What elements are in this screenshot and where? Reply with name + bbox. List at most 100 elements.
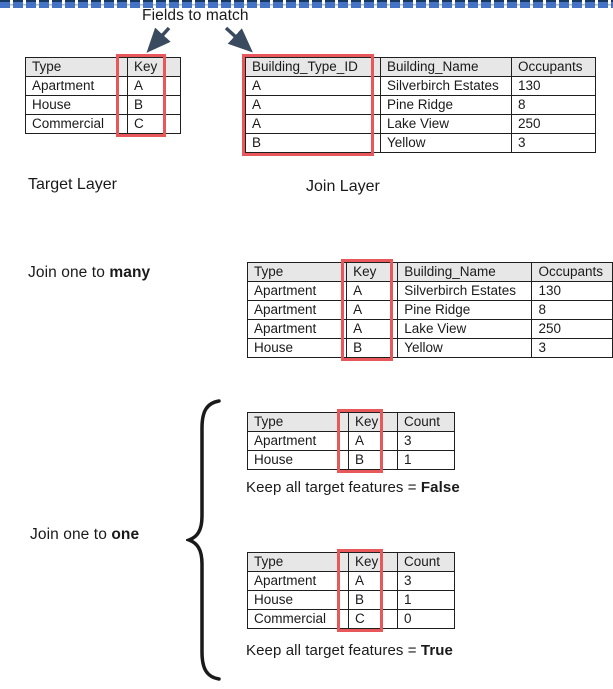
table-cell: 3 [397, 431, 455, 451]
column-header: Occupants [531, 262, 613, 282]
table-cell: 3 [397, 571, 455, 591]
table-cell: Commercial [25, 114, 128, 134]
table-cell: House [247, 450, 349, 470]
table-cell: Silverbirch Estates [397, 281, 533, 301]
table-cell: Lake View [380, 114, 512, 134]
table-cell: 130 [511, 76, 596, 96]
table-cell: B [348, 450, 398, 470]
column-header: Key [127, 57, 181, 77]
table-cell: House [246, 338, 348, 358]
column-header: Building_Name [397, 262, 533, 282]
table-cell: Commercial [247, 609, 349, 629]
column-header: Count [397, 552, 455, 572]
table-cell: House [25, 95, 128, 115]
table-cell: Pine Ridge [380, 95, 512, 115]
table-cell: House [247, 590, 349, 610]
section-divider [0, 0, 613, 9]
column-header: Key [346, 262, 399, 282]
arrow-down-right-icon [224, 26, 253, 53]
table-cell: Yellow [397, 338, 533, 358]
table-cell: Pine Ridge [397, 300, 533, 320]
table-cell: Silverbirch Estates [380, 76, 512, 96]
table-cell: Apartment [246, 281, 348, 301]
target-layer-label: Target Layer [28, 176, 117, 193]
column-header: Count [397, 412, 455, 432]
label-bold: False [420, 479, 460, 496]
table-cell: A [245, 114, 381, 134]
table-cell: 250 [511, 114, 596, 134]
keep-true-caption: Keep all target features = True [246, 642, 453, 659]
table-cell: Apartment [246, 300, 348, 320]
curly-brace-icon [186, 399, 221, 681]
column-header: Type [25, 57, 128, 77]
table-cell: A [127, 76, 181, 96]
table-cell: A [348, 571, 398, 591]
label-text: Keep all target features = [246, 479, 421, 496]
label-bold: True [420, 642, 453, 659]
table-cell: Lake View [397, 319, 533, 339]
table-cell: Yellow [380, 133, 512, 153]
label-bold: one [111, 526, 140, 543]
table-cell: 3 [511, 133, 596, 153]
label-text: Keep all target features = [246, 642, 421, 659]
table-cell: B [127, 95, 181, 115]
table-cell: 3 [531, 338, 613, 358]
table-cell: 1 [397, 590, 455, 610]
fields-to-match-title: Fields to match [142, 7, 249, 24]
table-cell: Apartment [247, 571, 349, 591]
table-cell: 0 [397, 609, 455, 629]
table-cell: Apartment [25, 76, 128, 96]
table-cell: 130 [531, 281, 613, 301]
keep-false-caption: Keep all target features = False [246, 479, 460, 496]
label-text: Join one to [30, 526, 112, 543]
table-cell: Apartment [246, 319, 348, 339]
table-cell: A [346, 300, 399, 320]
column-header: Type [246, 262, 348, 282]
table-cell: A [245, 76, 381, 96]
table-cell: 8 [531, 300, 613, 320]
table-cell: 250 [531, 319, 613, 339]
label-text: Join one to [28, 264, 110, 281]
table-cell: 1 [397, 450, 455, 470]
column-header: Key [348, 412, 398, 432]
fields-to-match-arrows [146, 26, 253, 53]
arrow-down-left-icon [146, 26, 171, 53]
table-cell: 8 [511, 95, 596, 115]
column-header: Building_Name [380, 57, 512, 77]
table-cell: A [346, 281, 399, 301]
column-header: Type [247, 552, 349, 572]
column-header: Occupants [511, 57, 596, 77]
table-cell: A [346, 319, 399, 339]
label-bold: many [109, 264, 151, 281]
join-one-to-one-label: Join one to one [30, 526, 139, 544]
table-cell: C [127, 114, 181, 134]
table-cell: Apartment [247, 431, 349, 451]
table-cell: A [348, 431, 398, 451]
